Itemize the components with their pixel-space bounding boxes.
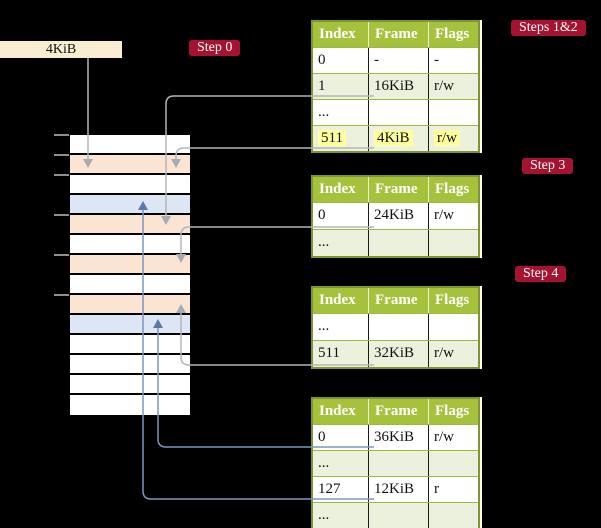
highlighted-value: r/w	[434, 130, 460, 146]
memory-tick	[54, 134, 69, 136]
table-cell	[428, 230, 478, 256]
table-cell	[368, 503, 428, 528]
table-cell: r	[428, 477, 478, 502]
memory-tick	[54, 154, 69, 156]
memory-frame-row	[70, 175, 190, 195]
table-cell: 12KiB	[368, 477, 428, 502]
table-header-cell: Frame	[368, 177, 428, 202]
base-address-label: 4KiB	[45, 41, 77, 57]
badge-steps-1-2: Steps 1&2	[511, 20, 586, 36]
memory-frame-row	[70, 375, 190, 395]
table-row: ...	[313, 229, 478, 256]
table-cell: ...	[318, 318, 330, 334]
table-cell: 1	[318, 78, 326, 94]
table-cell: 0	[318, 52, 326, 68]
table-cell: ...	[318, 104, 330, 120]
table-header-cell: Flags	[428, 22, 478, 47]
table-cell: 511	[318, 345, 340, 361]
memory-frame-row	[70, 155, 190, 175]
table-cell: 36KiB	[368, 425, 428, 450]
table-cell	[368, 100, 428, 125]
memory-tick	[54, 294, 69, 296]
table-cell: r/w	[428, 341, 478, 367]
table-header-cell: Index	[319, 292, 356, 308]
table-cell	[368, 451, 428, 476]
physical-memory-column	[68, 133, 192, 417]
table-cell	[428, 451, 478, 476]
memory-frame-row	[70, 195, 190, 215]
memory-frame-row	[70, 395, 190, 415]
memory-frame-row	[70, 335, 190, 355]
table-row: ...	[313, 313, 478, 340]
table-cell	[428, 100, 478, 125]
badge-step-0: Step 0	[189, 40, 241, 56]
table-cell	[428, 503, 478, 528]
table-cell: 16KiB	[368, 74, 428, 99]
table-cell: 0	[318, 207, 326, 223]
table-row: 0 --	[313, 47, 478, 73]
table-cell: 511	[313, 126, 368, 151]
table-cell: -	[368, 48, 428, 73]
memory-tick	[54, 174, 69, 176]
table-cell: ...	[318, 234, 330, 250]
table-row: ...	[313, 450, 478, 476]
memory-frame-row	[70, 255, 190, 275]
table-header-cell: Flags	[428, 288, 478, 313]
table-cell: 0	[318, 429, 326, 445]
table-row: ...	[313, 502, 478, 528]
table-header-cell: Index	[319, 181, 356, 197]
table-cell: r/w	[428, 425, 478, 450]
table-header-cell: Frame	[368, 288, 428, 313]
table-row: ...	[313, 99, 478, 125]
table-cell: -	[428, 48, 478, 73]
badge-step-3: Step 3	[522, 158, 574, 174]
memory-frame-row	[70, 355, 190, 375]
table-cell: ...	[318, 455, 330, 471]
memory-frame-row	[70, 135, 190, 155]
table-cell: r/w	[428, 74, 478, 99]
memory-frame-row	[70, 235, 190, 255]
table-header-cell: Frame	[368, 22, 428, 47]
memory-frame-row	[70, 215, 190, 235]
table-header-cell: Index	[319, 26, 356, 42]
table-cell	[368, 314, 428, 340]
memory-frame-row	[70, 315, 190, 335]
table-cell: 32KiB	[368, 341, 428, 367]
table-cell: r/w	[428, 126, 478, 151]
memory-frame-row	[70, 275, 190, 295]
table-header-cell: Flags	[428, 399, 478, 424]
memory-frame-row	[70, 295, 190, 315]
memory-tick	[54, 214, 69, 216]
table-cell: 4KiB	[368, 126, 428, 151]
table-header-cell: Index	[319, 403, 356, 419]
table-cell: 24KiB	[368, 203, 428, 229]
highlighted-value: 4KiB	[374, 130, 413, 146]
table-header-cell: Frame	[368, 399, 428, 424]
table-row: 511 4KiB r/w	[313, 125, 478, 151]
table-cell: 127	[318, 481, 341, 497]
table-header-cell: Flags	[428, 177, 478, 202]
highlighted-value: 511	[318, 130, 346, 146]
table-cell	[368, 230, 428, 256]
memory-tick	[54, 254, 69, 256]
table-cell	[428, 314, 478, 340]
base-address-box: 4KiB	[0, 41, 122, 58]
table-cell: r/w	[428, 203, 478, 229]
badge-step-4: Step 4	[515, 266, 567, 282]
table-cell: ...	[318, 507, 330, 523]
